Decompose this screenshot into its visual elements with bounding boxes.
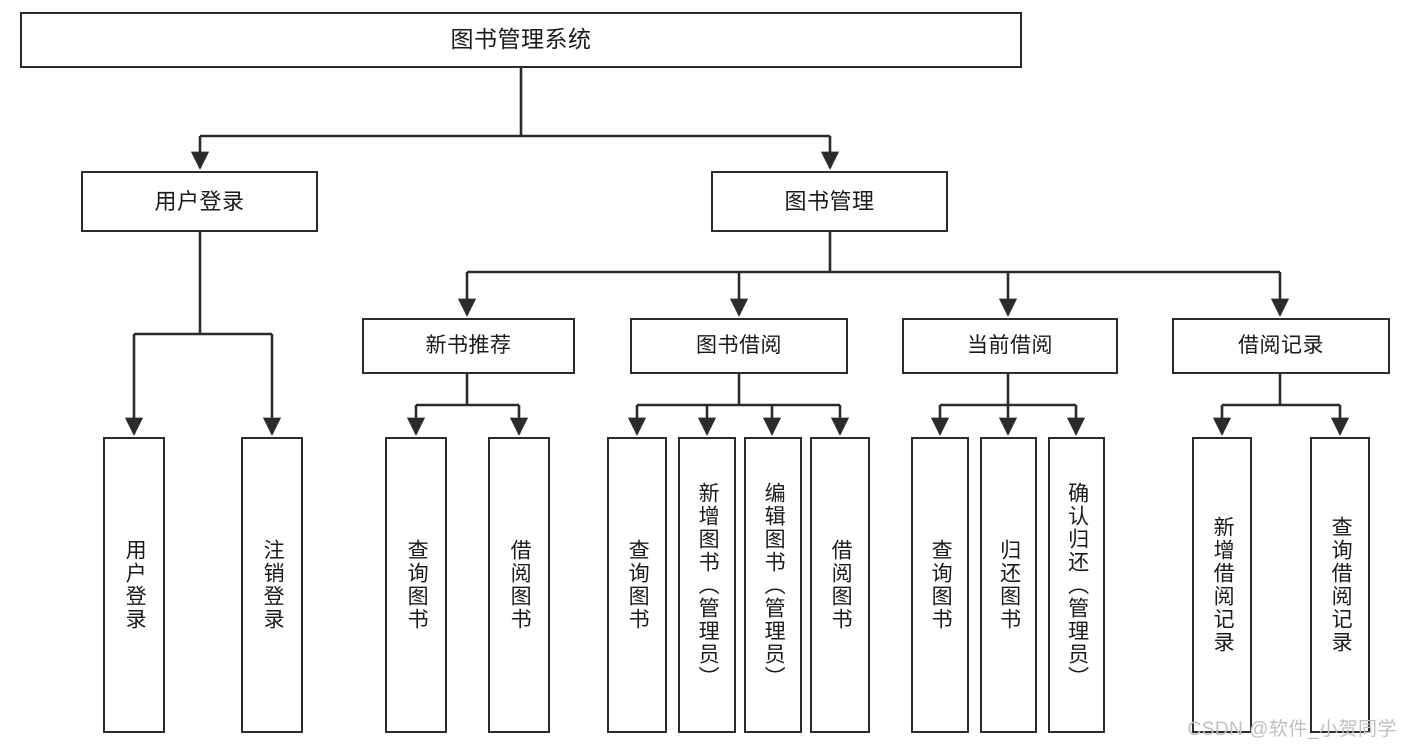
node-root[interactable]: 图书管理系统 (20, 12, 1022, 68)
leaf-query-borrow-record-label: 查询借阅记录 (1329, 516, 1353, 654)
leaf-logout[interactable]: 注销登录 (241, 437, 303, 733)
node-book-manage-label: 图书管理 (784, 188, 875, 214)
leaf-user-login-label: 用户登录 (123, 539, 147, 631)
leaf-add-book-admin-label: 新增图书（管理员） (696, 481, 720, 689)
leaf-add-borrow-record[interactable]: 新增借阅记录 (1192, 437, 1252, 733)
leaf-add-book-admin[interactable]: 新增图书（管理员） (678, 437, 736, 733)
node-user-login-label: 用户登录 (154, 188, 245, 214)
node-new-book-recommend-label: 新书推荐 (425, 333, 512, 357)
leaf-query-book-2-label: 查询图书 (626, 539, 650, 631)
node-borrow-record-label: 借阅记录 (1238, 333, 1324, 357)
leaf-borrow-book-2-label: 借阅图书 (829, 539, 853, 631)
csdn-watermark: CSDN @软件_小贺同学 (1187, 719, 1397, 740)
node-current-borrow[interactable]: 当前借阅 (902, 318, 1118, 374)
leaf-query-book-3-label: 查询图书 (929, 539, 953, 631)
leaf-add-borrow-record-label: 新增借阅记录 (1211, 516, 1235, 654)
leaf-query-book-1-label: 查询图书 (405, 539, 429, 631)
leaf-logout-label: 注销登录 (261, 539, 285, 631)
node-current-borrow-label: 当前借阅 (967, 333, 1053, 357)
node-book-manage[interactable]: 图书管理 (711, 171, 948, 232)
leaf-query-borrow-record[interactable]: 查询借阅记录 (1310, 437, 1370, 733)
leaf-edit-book-admin-label: 编辑图书（管理员） (762, 481, 786, 689)
leaf-confirm-return-admin-label: 确认归还（管理员） (1065, 481, 1089, 689)
node-book-borrow[interactable]: 图书借阅 (630, 318, 848, 374)
leaf-return-book[interactable]: 归还图书 (980, 437, 1037, 733)
node-root-label: 图书管理系统 (450, 26, 592, 53)
leaf-query-book-3[interactable]: 查询图书 (911, 437, 969, 733)
node-user-login[interactable]: 用户登录 (81, 171, 318, 232)
leaf-borrow-book-2[interactable]: 借阅图书 (810, 437, 870, 733)
leaf-return-book-label: 归还图书 (997, 539, 1021, 631)
node-book-borrow-label: 图书借阅 (696, 333, 782, 357)
leaf-query-book-2[interactable]: 查询图书 (607, 437, 667, 733)
leaf-borrow-book-1-label: 借阅图书 (508, 539, 532, 631)
node-borrow-record[interactable]: 借阅记录 (1172, 318, 1390, 374)
leaf-edit-book-admin[interactable]: 编辑图书（管理员） (744, 437, 802, 733)
leaf-user-login[interactable]: 用户登录 (103, 437, 165, 733)
leaf-confirm-return-admin[interactable]: 确认归还（管理员） (1048, 437, 1105, 733)
leaf-borrow-book-1[interactable]: 借阅图书 (488, 437, 550, 733)
node-new-book-recommend[interactable]: 新书推荐 (362, 318, 575, 374)
leaf-query-book-1[interactable]: 查询图书 (385, 437, 447, 733)
